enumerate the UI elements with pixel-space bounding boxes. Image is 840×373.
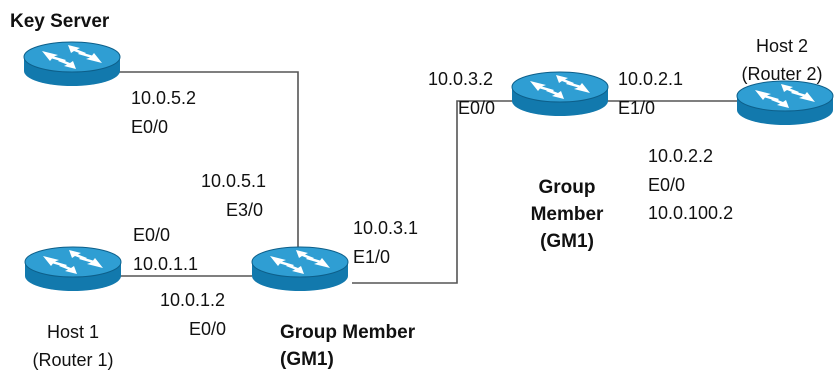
router-icon-gm1 — [251, 246, 349, 292]
gm1-title-line2: (GM1) — [280, 349, 334, 370]
host1-upper-ip: 10.0.1.1 — [133, 254, 198, 274]
host1-title-line2: (Router 1) — [32, 350, 113, 370]
gm1r-left-ip: 10.0.3.2 — [428, 69, 493, 89]
gm1-ks-side-ip: 10.0.5.1 — [201, 171, 266, 191]
host2-loopback-ip: 10.0.100.2 — [648, 203, 733, 223]
host1-title-line1: Host 1 — [47, 322, 99, 342]
gm1-title-line1: Group Member — [280, 322, 416, 343]
gm1r-left-interface: E0/0 — [458, 98, 495, 118]
links — [118, 71, 740, 284]
router-icon-host1 — [24, 246, 122, 292]
host1-upper-interface: E0/0 — [133, 225, 170, 245]
gm1-ks-side-interface: E3/0 — [226, 200, 263, 220]
gm1r-title-line2: Member — [531, 204, 604, 225]
gm1-right-ip: 10.0.3.1 — [353, 218, 418, 238]
link-gm1-gm1right — [352, 100, 516, 284]
gm1-host-side-ip: 10.0.1.2 — [160, 290, 225, 310]
gm1r-title-line1: Group — [539, 177, 596, 198]
key-server-title: Key Server — [10, 11, 110, 32]
gm1r-right-ip: 10.0.2.1 — [618, 69, 683, 89]
gm1-host-side-interface: E0/0 — [189, 319, 226, 339]
host2-interface: E0/0 — [648, 175, 685, 195]
gm1r-title-line3: (GM1) — [540, 231, 594, 252]
link-keyserver-gm1 — [118, 71, 299, 262]
router-icon-gm1-right — [511, 71, 609, 117]
gm1r-right-interface: E1/0 — [618, 98, 655, 118]
host2-ip: 10.0.2.2 — [648, 146, 713, 166]
gm1-right-interface: E1/0 — [353, 247, 390, 267]
key-server-ip: 10.0.5.2 — [131, 88, 196, 108]
host2-title-line2: (Router 2) — [741, 64, 822, 84]
router-icon-host2 — [736, 80, 834, 126]
router-icon-key-server — [23, 41, 121, 87]
key-server-interface: E0/0 — [131, 117, 168, 137]
host2-title-line1: Host 2 — [756, 36, 808, 56]
